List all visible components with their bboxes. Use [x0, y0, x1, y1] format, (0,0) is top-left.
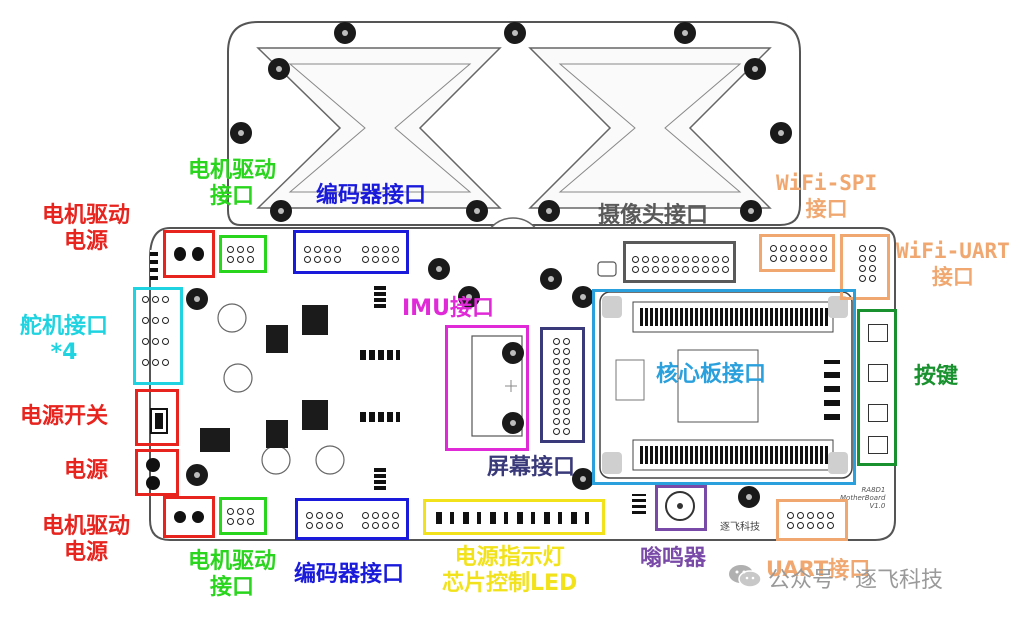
mounting-hole — [466, 200, 488, 222]
mounting-hole — [186, 464, 208, 486]
watermark-text: 公众号 · 逐飞科技 — [768, 568, 943, 593]
mounting-hole — [502, 342, 524, 364]
buzzer-box — [655, 485, 707, 531]
ic-chip — [266, 420, 288, 448]
label-encoder-top: 编码器接口 — [316, 183, 427, 208]
mounting-hole — [268, 58, 290, 80]
mounting-hole — [428, 258, 450, 280]
mounting-hole — [540, 268, 562, 290]
mounting-hole — [740, 200, 762, 222]
ic-chip — [360, 350, 400, 360]
label-motor-iface-top: 电机驱动 接口 — [188, 158, 277, 209]
motor-power-bottom-box — [163, 496, 215, 538]
core-pad — [602, 452, 622, 474]
label-screen: 屏幕接口 — [487, 455, 576, 480]
core-board-box — [592, 289, 856, 485]
mounting-hole — [504, 22, 526, 44]
label-motor-power-top: 电机驱动 电源 — [42, 203, 131, 254]
ic-chip — [150, 250, 158, 280]
ic-chip — [302, 305, 328, 335]
mounting-hole — [674, 22, 696, 44]
camera-box — [623, 241, 736, 283]
wechat-icon — [729, 565, 762, 588]
screen-box — [540, 327, 585, 443]
core-header-top — [640, 308, 828, 326]
motor-iface-top-box — [219, 235, 267, 273]
label-imu: IMU接口 — [402, 296, 494, 321]
keys-box — [857, 309, 897, 466]
mounting-hole — [502, 412, 524, 434]
mounting-hole — [770, 122, 792, 144]
uart-box — [776, 499, 848, 541]
servo-box — [133, 287, 183, 385]
wifi-spi-box — [759, 234, 835, 272]
core-pad — [828, 452, 848, 474]
ic-chip — [360, 412, 400, 422]
label-buzzer: 嗡鸣器 — [640, 546, 707, 571]
silkscreen-logo: 逐飞科技 — [720, 522, 760, 533]
mounting-hole — [334, 22, 356, 44]
label-power-led: 电源指示灯 芯片控制LED — [442, 545, 578, 596]
mounting-hole — [230, 122, 252, 144]
ic-chip — [266, 325, 288, 353]
mounting-hole — [458, 286, 480, 308]
label-motor-iface-bottom: 电机驱动 接口 — [188, 549, 277, 600]
ic-chip — [824, 360, 840, 420]
core-pad — [828, 296, 848, 318]
label-wifi-uart: WiFi-UART 接口 — [896, 239, 1010, 289]
label-keys: 按键 — [914, 364, 959, 389]
label-core-board: 核心板接口 — [656, 362, 767, 387]
ic-chip — [374, 286, 386, 308]
imu-box — [445, 325, 529, 451]
mounting-hole — [572, 468, 594, 490]
power-led-box — [423, 499, 605, 535]
ic-chip — [302, 400, 328, 430]
motor-iface-bottom-box — [219, 497, 267, 535]
mounting-hole — [186, 288, 208, 310]
mounting-hole — [572, 286, 594, 308]
label-camera: 摄像头接口 — [598, 203, 709, 228]
mounting-hole — [538, 200, 560, 222]
ic-chip — [632, 494, 646, 514]
core-header-bottom — [640, 446, 828, 464]
motor-power-top-box — [163, 230, 215, 278]
label-uart: UART接口 — [766, 557, 871, 581]
label-servo: 舵机接口 *4 — [20, 314, 109, 365]
label-motor-power-bottom: 电机驱动 电源 — [42, 514, 131, 565]
label-encoder-bottom: 编码器接口 — [294, 562, 405, 587]
encoder-bottom-box — [295, 498, 409, 540]
power-switch-box — [135, 389, 179, 446]
power-box — [135, 449, 179, 496]
mounting-hole — [270, 200, 292, 222]
mounting-hole — [744, 58, 766, 80]
wifi-uart-box — [840, 234, 890, 300]
mounting-hole — [738, 486, 760, 508]
label-power-switch: 电源开关 — [20, 404, 109, 429]
label-wifi-spi: WiFi-SPI 接口 — [776, 171, 878, 221]
silkscreen-board-name: RA8D1 MotherBoard V1.0 — [840, 486, 886, 510]
encoder-top-box — [293, 230, 409, 274]
core-pad — [602, 296, 622, 318]
ic-chip — [374, 468, 386, 490]
ic-chip — [200, 428, 230, 452]
label-power: 电源 — [64, 458, 109, 483]
